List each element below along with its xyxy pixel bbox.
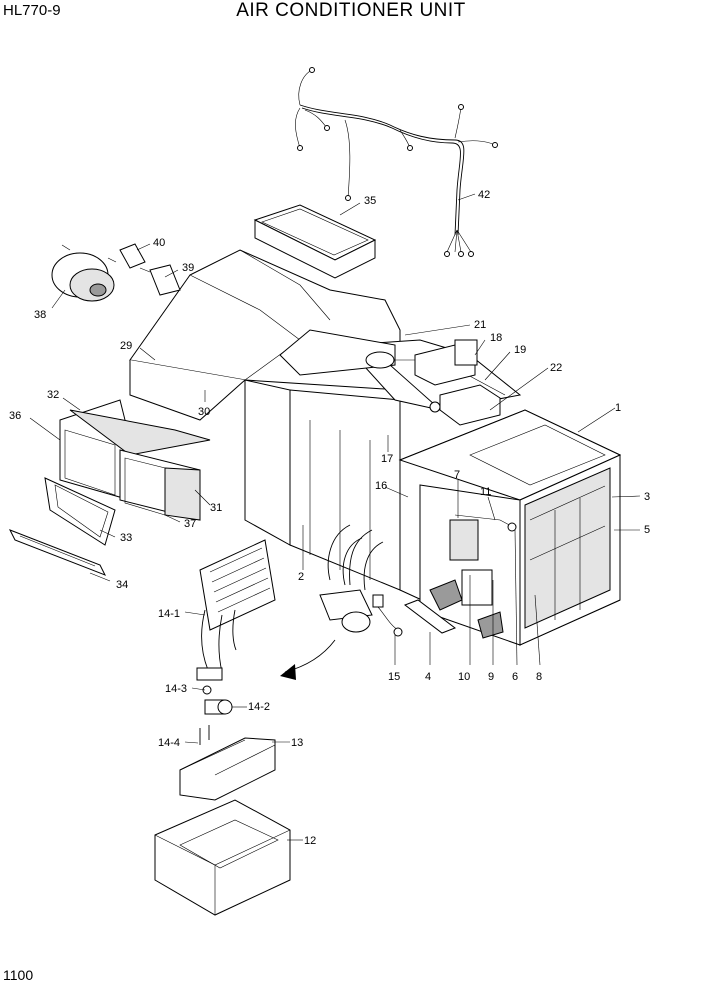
callout-19: 19 <box>514 344 526 356</box>
blower-assembly <box>51 243 181 302</box>
page-number: 1100 <box>3 967 34 983</box>
callout-15: 15 <box>388 671 400 683</box>
model-code: HL770-9 <box>3 2 61 19</box>
callout-11: 11 <box>480 486 491 498</box>
intake-box-left <box>59 399 211 501</box>
callout-labels: 1 2 3 4 5 6 7 8 9 10 11 12 13 14-1 14-2 … <box>9 189 650 847</box>
callout-1: 1 <box>615 402 621 414</box>
callout-12: 12 <box>304 835 316 847</box>
lower-case <box>154 799 291 916</box>
callout-32: 32 <box>47 389 59 401</box>
callout-33: 33 <box>120 532 132 544</box>
leader-lines <box>29 193 641 841</box>
callout-34: 34 <box>116 579 128 591</box>
seal-bar <box>403 599 457 634</box>
evaporator-core <box>196 539 276 681</box>
callout-8: 8 <box>536 671 542 683</box>
callout-6: 6 <box>512 671 518 683</box>
wire-harness <box>295 67 498 257</box>
drain-pan <box>179 737 276 801</box>
callout-35: 35 <box>364 195 376 207</box>
callout-5: 5 <box>644 524 650 536</box>
callout-36: 36 <box>9 410 21 422</box>
callout-17: 17 <box>381 453 393 465</box>
callout-10: 10 <box>458 671 470 683</box>
page-title: AIR CONDITIONER UNIT <box>236 0 466 21</box>
callout-2: 2 <box>298 571 304 583</box>
callout-22: 22 <box>550 362 562 374</box>
intake-box-right <box>119 449 201 521</box>
callout-14-4: 14-4 <box>158 737 180 749</box>
callout-14-2: 14-2 <box>248 701 270 713</box>
callout-3: 3 <box>644 491 650 503</box>
callout-13: 13 <box>291 737 303 749</box>
callout-31: 31 <box>210 502 222 514</box>
filter-frame <box>44 477 116 546</box>
callout-16: 16 <box>375 480 387 492</box>
callout-38: 38 <box>34 309 46 321</box>
callout-14-3: 14-3 <box>165 683 187 695</box>
callout-29: 29 <box>120 340 132 352</box>
callout-40: 40 <box>153 237 165 249</box>
callout-42: 42 <box>478 189 490 201</box>
callout-4: 4 <box>425 671 431 683</box>
control-assembly <box>429 514 517 639</box>
callout-7: 7 <box>454 469 460 481</box>
callout-30: 30 <box>198 406 210 418</box>
filter-strip <box>8 529 107 576</box>
callout-18: 18 <box>490 332 502 344</box>
expansion-valve <box>199 685 233 745</box>
callout-37: 37 <box>184 518 196 530</box>
actuator-group <box>365 339 501 426</box>
direction-arrow <box>280 639 336 680</box>
drain-pipes <box>319 524 384 633</box>
thermo-sensor <box>372 594 403 637</box>
callout-39: 39 <box>182 262 194 274</box>
callout-9: 9 <box>488 671 494 683</box>
callout-21: 21 <box>474 319 486 331</box>
duct-outlet-35 <box>253 204 377 279</box>
callout-14-1: 14-1 <box>158 608 180 620</box>
